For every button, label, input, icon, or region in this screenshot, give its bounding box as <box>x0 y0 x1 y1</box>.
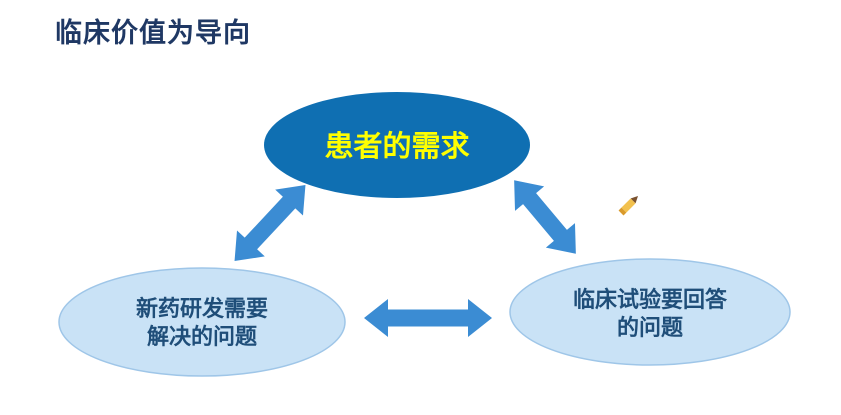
arrow-top-right-shape <box>514 180 576 254</box>
top-ellipse <box>264 92 530 198</box>
arrow-top-left <box>234 184 306 262</box>
pencil-end <box>618 207 627 216</box>
right-ellipse-label-line2: 的问题 <box>617 315 684 340</box>
arrow-left-right-shape <box>364 299 492 337</box>
pencil-icon <box>618 196 638 216</box>
arrow-top-right <box>514 180 576 254</box>
left-ellipse-label-line1: 新药研发需要 <box>136 296 268 321</box>
right-ellipse <box>509 258 791 366</box>
slide-title: 临床价值为导向 <box>55 17 251 48</box>
arrow-top-left-shape <box>234 184 306 262</box>
right-ellipse-label-line1: 临床试验要回答 <box>573 287 728 312</box>
top-ellipse-label: 患者的需求 <box>324 129 469 163</box>
left-ellipse <box>58 267 346 377</box>
arrow-left-right <box>364 299 492 337</box>
pencil-body <box>621 198 636 213</box>
left-ellipse-label-line2: 解决的问题 <box>147 324 258 349</box>
